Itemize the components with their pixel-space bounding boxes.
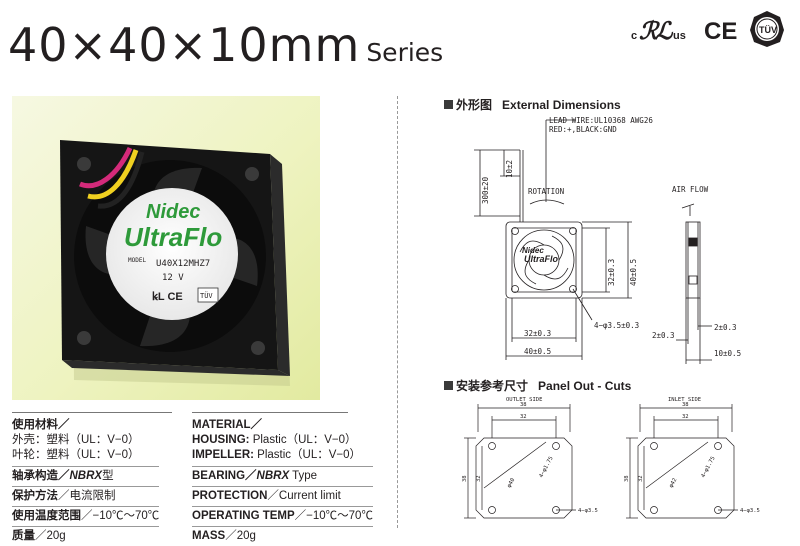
spec-en: MATERIAL／ HOUSING: Plastic（UL：V−0） IMPEL…	[192, 418, 373, 544]
cul-us: us	[673, 30, 686, 42]
photo-brand: Nidec	[146, 201, 200, 223]
svg-text:ℛ: ℛ	[639, 19, 661, 45]
inlet-h32: 32	[638, 475, 644, 482]
product-photo: Nidec UltraFlo MODEL U40X12MHZ7 12 V ꝃL …	[12, 96, 320, 400]
tuv-mark-icon: TÜV	[750, 11, 784, 47]
spec-en-housing: HOUSING: Plastic（UL：V−0）	[192, 434, 357, 446]
outlet-dia: φ40	[506, 477, 516, 489]
title-main: 40×40×10mm	[8, 18, 361, 72]
photo-product: UltraFlo	[124, 222, 222, 252]
thickness-text: 10±0.5	[714, 349, 741, 358]
inner-width-text: 32±0.3	[524, 329, 551, 338]
spec-rule-en	[192, 412, 348, 413]
drawing-product: UltraFlo	[524, 254, 559, 264]
outer-height-text: 40±0.5	[629, 259, 638, 286]
air-flow-text: AIR FLOW	[672, 185, 709, 194]
holes-text: 4−φ3.5±0.3	[594, 321, 639, 330]
inlet-h38: 38	[624, 475, 630, 482]
inlet-w38: 38	[682, 402, 689, 408]
inlet-dia: φ42	[668, 477, 678, 489]
fan-image: Nidec UltraFlo MODEL U40X12MHZ7 12 V ꝃL …	[60, 140, 290, 386]
spec-cn-bearing: 轴承构造／NBRX型	[12, 466, 160, 484]
outlet-w38: 38	[520, 402, 527, 408]
side-a-text: 2±0.3	[652, 331, 675, 340]
cul-c: c	[631, 30, 637, 42]
outlet-holes: 4−φ3.5	[578, 508, 598, 514]
spec-cn: 使用材料／ 外壳：塑料（UL：V−0） 叶轮：塑料（UL：V−0） 轴承构造／N…	[12, 418, 160, 544]
spec-cn-temp: 使用温度范围／−10℃〜70℃	[12, 506, 160, 524]
outlet-side-text: OUTLET SIDE	[506, 397, 542, 403]
ce-mark-icon: CE	[704, 18, 737, 45]
spec-cn-impeller: 叶轮：塑料（UL：V−0）	[12, 449, 140, 461]
inner-height-text: 32±0.3	[607, 259, 616, 286]
spec-cn-housing: 外壳：塑料（UL：V−0）	[12, 434, 140, 446]
spec-cn-material: 使用材料／	[12, 419, 70, 431]
section-panel-cutouts: 安装参考尺寸 Panel Out - Cuts	[444, 377, 631, 394]
spec-en-material: MATERIAL／	[192, 419, 263, 431]
panel-cutouts-drawing: OUTLET SIDE INLET SIDE 38 32 38 32 φ40 4…	[462, 397, 760, 519]
section-external-dimensions: 外形图 External Dimensions	[444, 96, 621, 113]
cul-us-mark-icon: c ℛ ℒ us	[631, 19, 686, 45]
panel-section-en: Panel Out - Cuts	[538, 379, 632, 393]
spec-en-mass: MASS／20g	[192, 526, 373, 544]
svg-text:ℒ: ℒ	[655, 19, 674, 45]
lead-colors-text: RED:+,BLACK:GND	[549, 125, 617, 134]
inlet-holes: 4−φ3.5	[740, 508, 760, 514]
svg-text:ꝃL CE: ꝃL CE	[152, 291, 183, 303]
side-b-text: 2±0.3	[714, 323, 737, 332]
panel-section-cn: 安装参考尺寸	[456, 379, 529, 393]
outlet-h32: 32	[476, 475, 482, 482]
title-series: Series	[366, 38, 444, 67]
ce-text: CE	[704, 18, 737, 45]
spec-cn-protection: 保护方法／电流限制	[12, 486, 160, 504]
photo-model-value: U40X12MHZ7	[156, 259, 210, 269]
section-en: External Dimensions	[502, 98, 621, 112]
inlet-side-text: INLET SIDE	[668, 397, 701, 403]
spec-en-impeller: IMPELLER: Plastic（UL：V−0）	[192, 449, 362, 461]
photo-model-label: MODEL	[128, 257, 146, 264]
inlet-w32: 32	[682, 414, 689, 420]
outlet-dia-r: 4−φ1.75	[538, 456, 554, 479]
certification-logos: c ℛ ℒ us CE TÜV	[631, 10, 785, 48]
outer-width-text: 40±0.5	[524, 347, 551, 356]
spec-en-bearing: BEARING／NBRX Type	[192, 466, 373, 484]
square-bullet-icon	[444, 100, 453, 109]
lead-length-text: 300±20	[481, 176, 490, 204]
tuv-text: TÜV	[759, 25, 777, 35]
outlet-w32: 32	[520, 414, 527, 420]
rotation-text: ROTATION	[528, 187, 564, 196]
drawing-brand: Nidec	[522, 246, 544, 255]
square-bullet-icon	[444, 381, 453, 390]
photo-voltage: 12 V	[162, 273, 184, 283]
spec-en-protection: PROTECTION／Current limit	[192, 486, 373, 504]
svg-text:TÜV: TÜV	[200, 291, 213, 300]
external-dimensions-drawing: LEAD WIRE:UL10368 AWG26 RED:+,BLACK:GND …	[474, 116, 741, 364]
column-divider	[397, 96, 399, 528]
strip-length-text: 10±2	[505, 160, 514, 178]
section-cn: 外形图	[456, 98, 493, 112]
lead-wire-text: LEAD WIRE:UL10368 AWG26	[549, 116, 653, 125]
inlet-dia-r: 4−φ1.75	[700, 456, 716, 479]
spec-rule-cn	[12, 412, 172, 413]
spec-cn-mass: 质量／20g	[12, 526, 160, 544]
outlet-h38: 38	[462, 475, 468, 482]
spec-en-temp: OPERATING TEMP／−10℃〜70℃	[192, 506, 373, 524]
